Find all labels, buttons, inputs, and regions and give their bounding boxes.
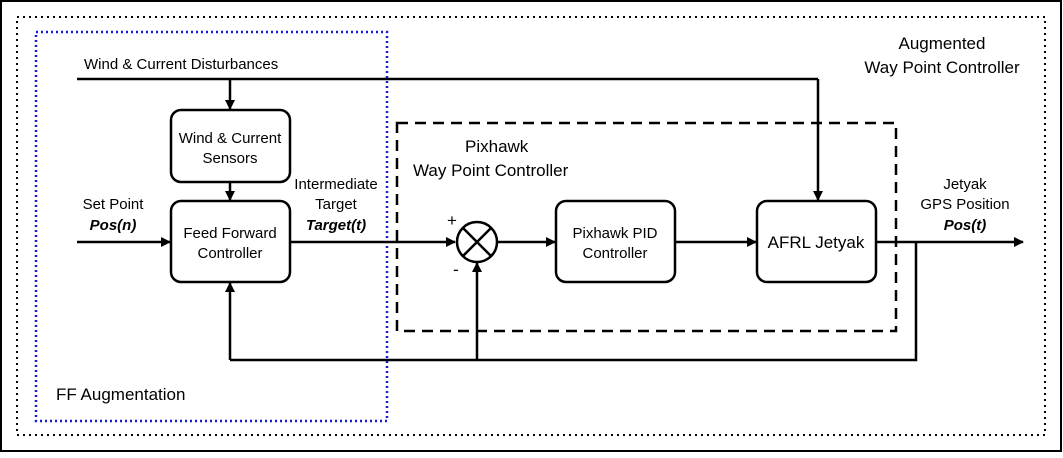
outer-title-line2: Way Point Controller — [864, 58, 1020, 77]
sum-plus-sign: + — [447, 211, 457, 230]
output-line3: Pos(t) — [944, 217, 987, 234]
summing-junction — [455, 220, 499, 264]
intermediate-line3: Target(t) — [306, 217, 366, 234]
outer-title-line1: Augmented — [899, 34, 986, 53]
output-line2: GPS Position — [920, 196, 1009, 213]
plant-block-label: AFRL Jetyak — [768, 233, 865, 252]
disturbance-label: Wind & Current Disturbances — [84, 56, 278, 73]
pid-block-line1: Pixhawk PID — [572, 225, 657, 242]
pixhawk-region-line1: Pixhawk — [465, 137, 529, 156]
intermediate-line1: Intermediate — [294, 176, 377, 193]
sensor-block-line2: Sensors — [202, 150, 257, 167]
pid-block-line2: Controller — [582, 245, 647, 262]
setpoint-line1: Set Point — [83, 196, 145, 213]
ff-region-label: FF Augmentation — [56, 385, 185, 404]
sum-minus-sign: - — [453, 260, 459, 279]
output-line1: Jetyak — [943, 176, 987, 193]
ff-block-line1: Feed Forward — [183, 225, 276, 242]
ff-block-line2: Controller — [197, 245, 262, 262]
ff-augmentation-region — [34, 30, 389, 423]
sensor-block-line1: Wind & Current — [179, 130, 282, 147]
augmented-controller-region — [16, 16, 1046, 436]
pixhawk-region-line2: Way Point Controller — [413, 161, 569, 180]
pixhawk-controller-region — [395, 121, 898, 333]
setpoint-line2: Pos(n) — [90, 217, 137, 234]
feedback-line — [230, 242, 918, 362]
intermediate-line2: Target — [315, 196, 358, 213]
